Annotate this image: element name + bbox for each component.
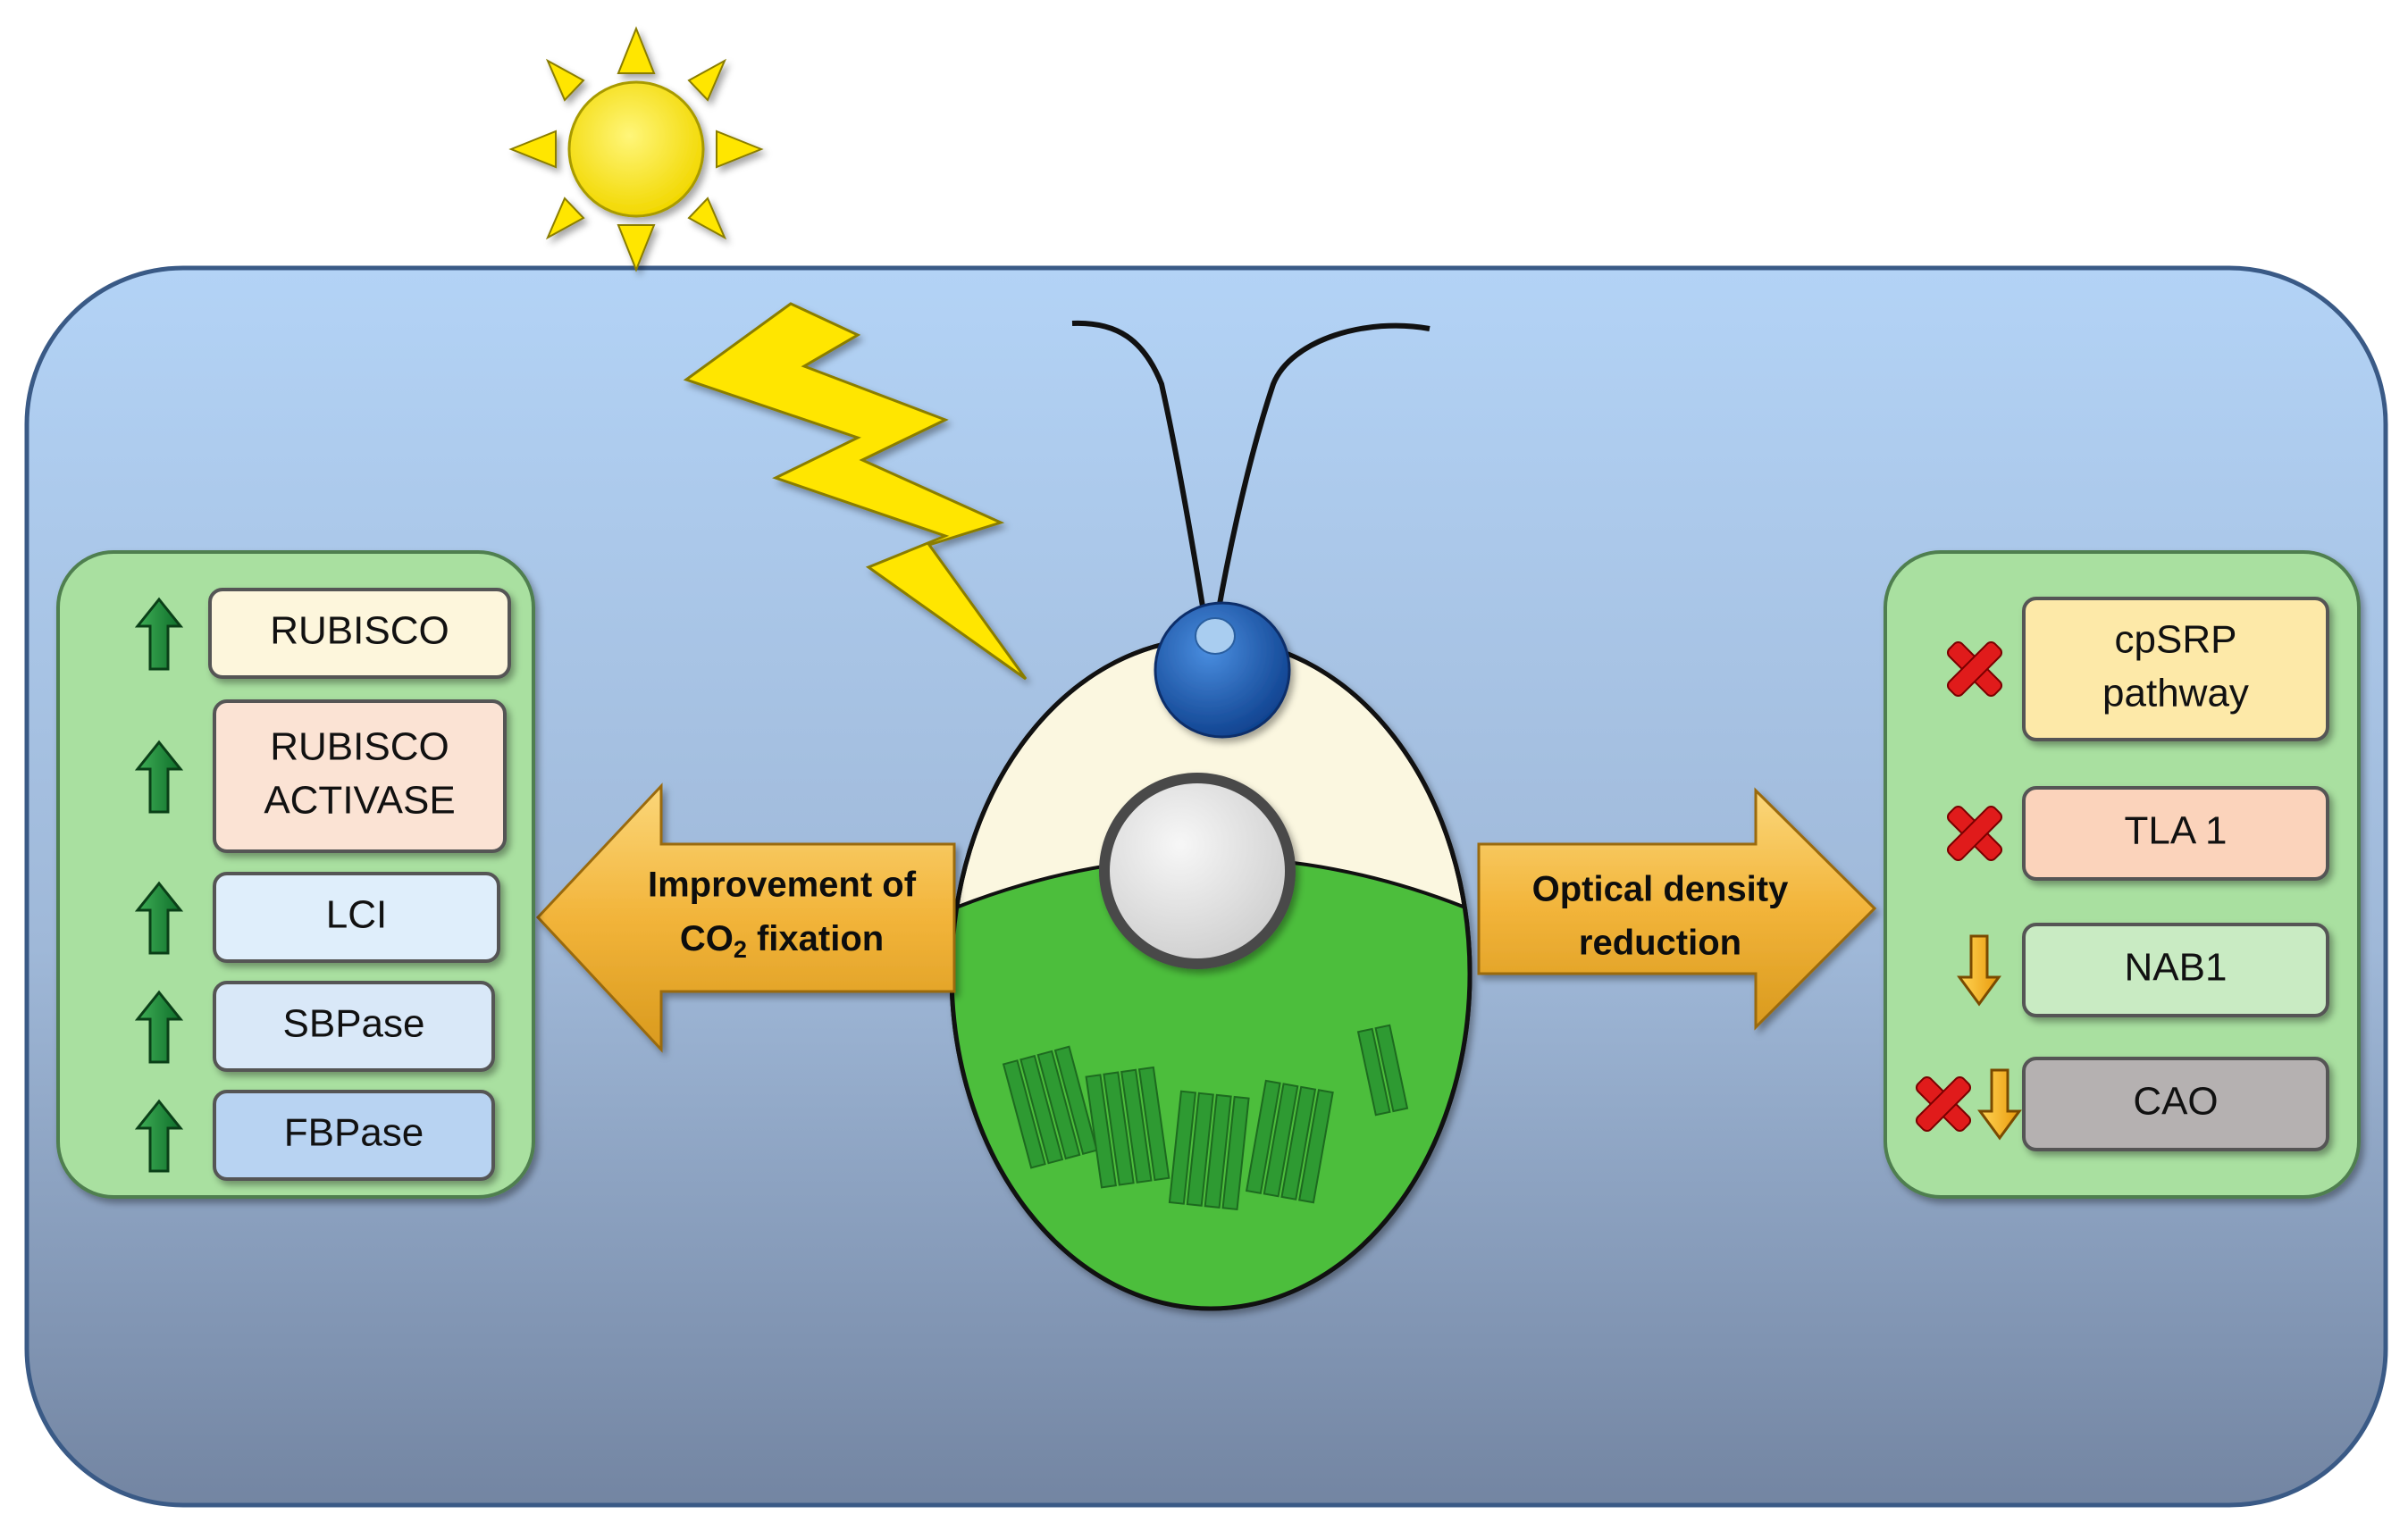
- left-item-1-label-1: RUBISCO: [270, 609, 449, 653]
- right-item-3-label-1: NAB1: [2125, 946, 2228, 990]
- left-arrow-line2: CO2 fixation: [680, 919, 884, 964]
- right-item-2: TLA 1: [2022, 786, 2329, 881]
- flagellum-right: [1208, 322, 1431, 657]
- flagellum-left: [1071, 320, 1213, 657]
- optical-density-arrow: Optical density reduction: [1477, 787, 1877, 1031]
- right-item-2-label-1: TLA 1: [2125, 809, 2228, 853]
- up-arrow-icon: [134, 597, 184, 671]
- up-arrow-icon: [134, 990, 184, 1064]
- x-mark-icon: [1946, 805, 2003, 862]
- right-arrow-line1: Optical density: [1532, 870, 1789, 909]
- right-item-4-label-1: CAO: [2133, 1080, 2218, 1124]
- left-item-1: RUBISCO: [208, 588, 511, 679]
- eyespot: [1154, 601, 1291, 739]
- right-item-1-label-2: pathway: [2102, 672, 2249, 715]
- left-item-5: FBPase: [213, 1090, 495, 1181]
- left-item-4: SBPase: [213, 981, 495, 1072]
- lightning-icon: [683, 302, 1028, 681]
- chloroplast: [952, 858, 1470, 1309]
- left-item-2-label-2: ACTIVASE: [264, 779, 455, 823]
- improvement-co2-arrow: Improvement of CO2 fixation: [535, 782, 956, 1053]
- algae-cell-icon: [949, 320, 1472, 1311]
- right-item-1-label-1: cpSRP: [2115, 618, 2237, 662]
- left-item-5-label-1: FBPase: [284, 1111, 424, 1155]
- thylakoid-stacks: [1002, 1024, 1409, 1211]
- down-arrow-icon: [1957, 934, 2001, 1007]
- left-item-2-label-1: RUBISCO: [270, 725, 449, 769]
- left-item-2: RUBISCO ACTIVASE: [213, 699, 507, 853]
- x-mark-icon: [1946, 640, 2003, 698]
- right-item-4: CAO: [2022, 1057, 2329, 1151]
- left-item-4-label-1: SBPase: [283, 1002, 425, 1046]
- right-arrow-line2: reduction: [1579, 924, 1741, 963]
- left-item-3: LCI: [213, 872, 500, 963]
- left-item-3-label-1: LCI: [326, 893, 387, 937]
- x-mark-icon: [1915, 1075, 1972, 1133]
- right-item-3: NAB1: [2022, 923, 2329, 1017]
- sun-icon: [508, 26, 764, 272]
- left-arrow-line1: Improvement of: [648, 866, 917, 905]
- right-item-1: cpSRP pathway: [2022, 597, 2329, 741]
- up-arrow-icon: [134, 1099, 184, 1173]
- up-arrow-icon: [134, 881, 184, 955]
- down-arrow-icon: [1977, 1068, 2022, 1141]
- nucleus: [1099, 773, 1296, 969]
- up-arrow-icon: [134, 740, 184, 814]
